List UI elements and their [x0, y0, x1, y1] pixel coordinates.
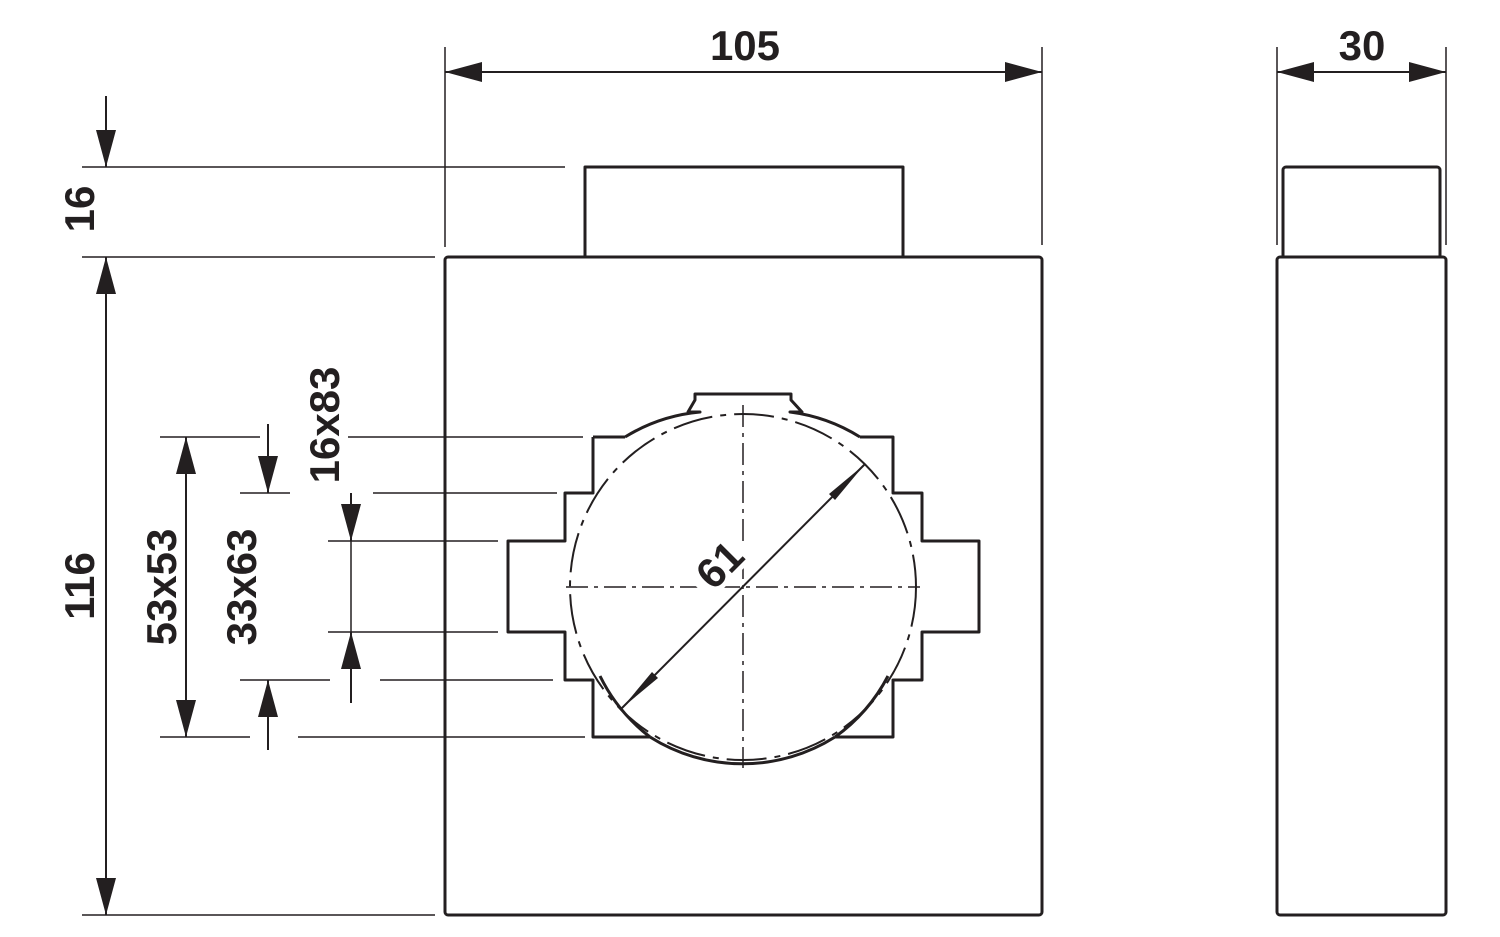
diameter-label-group: 61 — [679, 524, 757, 602]
dimension-116 — [96, 257, 116, 915]
diameter-arrow-top — [829, 464, 865, 500]
opening-53x53-label: 53x53 — [138, 529, 185, 646]
stepped-opening-outline — [506, 435, 981, 739]
dimension-16x83 — [341, 493, 361, 703]
width-label: 105 — [710, 22, 780, 69]
front-view — [443, 165, 1044, 917]
main-body-outline — [443, 255, 1044, 917]
top-terminal-outline — [583, 165, 905, 257]
side-body-outline — [1275, 255, 1448, 917]
top-height-label: 16 — [56, 186, 103, 233]
side-top-outline — [1281, 165, 1442, 257]
dimension-33x63 — [258, 424, 278, 750]
diameter-dimension-line — [621, 463, 866, 709]
dimension-105 — [445, 62, 1042, 82]
top-notch-outline — [624, 392, 861, 439]
circular-opening-arc-lower-right — [834, 675, 890, 739]
diameter-arrow-bottom — [622, 672, 658, 708]
opening-16x83-label: 16x83 — [301, 367, 348, 484]
dimension-53x53 — [176, 437, 196, 737]
extension-lines — [82, 47, 1447, 916]
depth-label: 30 — [1339, 22, 1386, 69]
side-view — [1275, 165, 1448, 917]
dimension-16 — [96, 96, 116, 167]
dimension-30 — [1277, 62, 1446, 82]
opening-33x63-label: 33x63 — [218, 529, 265, 646]
body-height-label: 116 — [56, 552, 103, 620]
